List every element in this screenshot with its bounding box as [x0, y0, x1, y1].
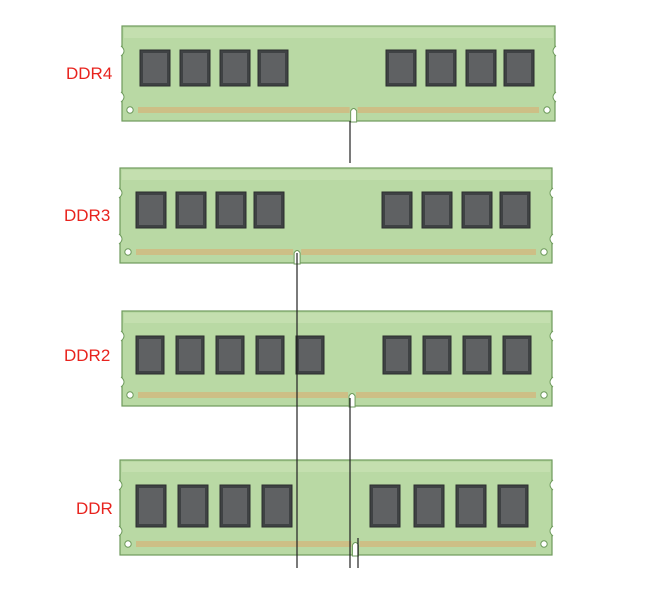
memory-chip-face: [259, 339, 281, 371]
side-notch-left: [118, 479, 123, 491]
side-notch-right: [552, 45, 557, 57]
side-notch-left: [118, 233, 123, 245]
memory-chip-face: [506, 339, 528, 371]
memory-chip-face: [459, 488, 483, 524]
mounting-hole: [540, 248, 548, 256]
memory-chip-face: [503, 195, 527, 225]
memory-chip-face: [223, 53, 247, 83]
side-notch-right: [549, 479, 554, 491]
mounting-hole: [124, 248, 132, 256]
mounting-hole: [126, 106, 134, 114]
memory-chip-face: [139, 195, 163, 225]
memory-chip-face: [501, 488, 525, 524]
side-notch-right: [549, 233, 554, 245]
memory-chip-face: [373, 488, 397, 524]
pcb-highlight: [122, 170, 550, 180]
memory-chip-face: [469, 53, 493, 83]
memory-chip-face: [299, 339, 321, 371]
memory-chip-face: [466, 339, 488, 371]
side-notch-left: [120, 91, 125, 103]
memory-chip-face: [265, 488, 289, 524]
module-label-ddr3: DDR3: [64, 206, 111, 225]
pcb-highlight: [124, 28, 553, 38]
side-notch-left: [120, 376, 125, 388]
contact-strip-right: [356, 392, 536, 398]
side-notch-right: [549, 187, 554, 199]
memory-chip-face: [507, 53, 531, 83]
memory-chip-face: [139, 488, 163, 524]
memory-chip-face: [219, 339, 241, 371]
memory-chip-face: [261, 53, 285, 83]
memory-chip-face: [139, 339, 161, 371]
memory-chip-face: [183, 53, 207, 83]
mounting-hole: [540, 391, 548, 399]
memory-chip-face: [219, 195, 243, 225]
memory-chip-face: [425, 195, 449, 225]
module-label-ddr4: DDR4: [66, 64, 113, 83]
pcb-highlight: [122, 462, 550, 472]
contact-strip-right: [357, 107, 539, 113]
module-ddr2: [120, 310, 554, 408]
memory-chip-face: [181, 488, 205, 524]
module-ddr4: [120, 25, 557, 123]
module-ddr3: [118, 167, 554, 265]
pcb-highlight: [124, 313, 550, 323]
side-notch-right: [549, 525, 554, 537]
contact-strip-right: [359, 541, 536, 547]
side-notch-right: [549, 376, 554, 388]
module-label-ddr2: DDR2: [64, 346, 111, 365]
memory-chip-face: [386, 339, 408, 371]
memory-chip-face: [257, 195, 281, 225]
mounting-hole: [543, 106, 551, 114]
side-notch-left: [118, 187, 123, 199]
memory-chip-face: [389, 53, 413, 83]
contact-strip-left: [138, 107, 350, 113]
module-label-ddr: DDR: [76, 499, 113, 518]
contact-strip-left: [136, 249, 294, 255]
side-notch-left: [118, 525, 123, 537]
contact-strip-left: [136, 541, 352, 547]
mounting-hole: [124, 540, 132, 548]
memory-chip-face: [179, 339, 201, 371]
mounting-hole: [540, 540, 548, 548]
side-notch-left: [120, 330, 125, 342]
side-notch-left: [120, 45, 125, 57]
key-notch: [350, 108, 358, 123]
memory-chip-face: [465, 195, 489, 225]
memory-chip-face: [429, 53, 453, 83]
module-ddr: [118, 459, 554, 557]
memory-chip-face: [179, 195, 203, 225]
side-notch-right: [549, 330, 554, 342]
contact-strip-left: [138, 392, 349, 398]
mounting-hole: [126, 391, 134, 399]
contact-strip-right: [301, 249, 536, 255]
memory-chip-face: [143, 53, 167, 83]
side-notch-right: [552, 91, 557, 103]
memory-chip-face: [223, 488, 247, 524]
memory-chip-face: [417, 488, 441, 524]
memory-chip-face: [426, 339, 448, 371]
memory-chip-face: [385, 195, 409, 225]
